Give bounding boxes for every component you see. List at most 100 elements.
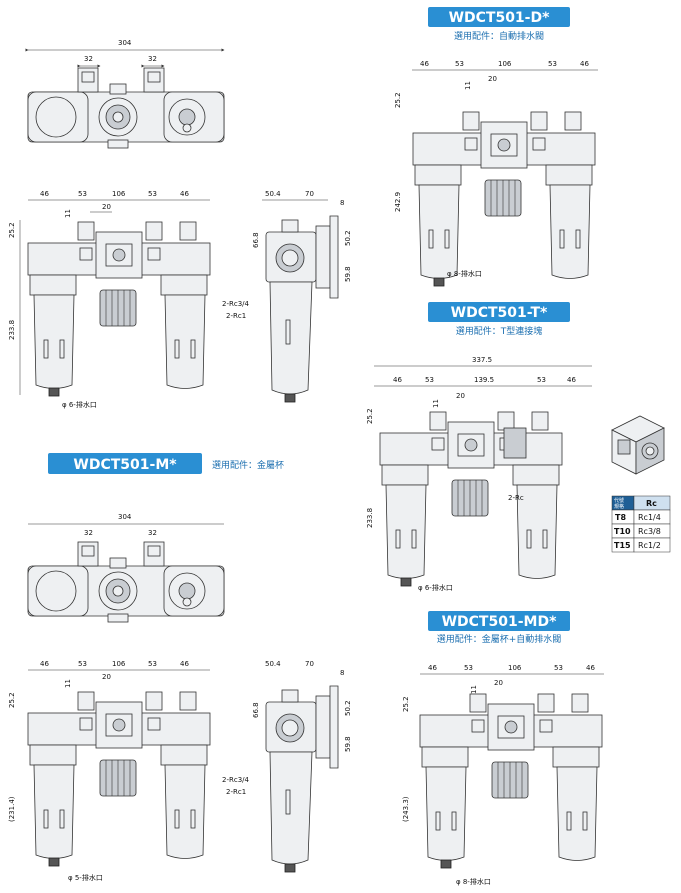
md-dim-53b: 53 [554,664,563,672]
t-dim-46b: 46 [567,376,576,384]
m-port-label-1: 2-Rc3/4 [222,776,250,784]
t-block-drawing [611,415,665,475]
caption-t: 選用配件：T型連接塊 [456,325,543,337]
table-row-code: T10 [614,527,631,536]
dim-20: 20 [102,203,111,211]
t-dim-139-5: 139.5 [474,376,494,384]
dim-8: 8 [340,199,344,207]
m-side-view-drawing [265,685,339,873]
banner-t-title: WDCT501-T* [451,305,548,321]
d-drain-label: φ 8-排水口 [447,269,482,278]
d-dim-106: 106 [498,60,512,68]
dim-11: 11 [64,209,72,218]
table-head-spec: 規格 [614,503,624,510]
t-dim-46: 46 [393,376,402,384]
t-dim-53b: 53 [537,376,546,384]
d-dim-242-9: 242.9 [394,192,402,212]
table-head-rc: Rc [646,499,657,508]
dim-46-left: 46 [40,190,49,198]
front-view-drawing [27,221,211,397]
table-row-code: T15 [614,541,631,550]
md-dim-20: 20 [494,679,503,687]
table-row-rc: Rc3/8 [638,527,661,536]
m-dim-46: 46 [40,660,49,668]
d-dim-46: 46 [420,60,429,68]
d-dim-11: 11 [464,81,472,90]
caption-m: 選用配件：金屬杯 [212,459,284,471]
m-dim-20: 20 [102,673,111,681]
m-port-label-2: 2-Rc1 [226,788,246,796]
caption-d: 選用配件：自動排水閥 [454,30,544,42]
t-dim-20: 20 [456,392,465,400]
md-dim-46b: 46 [586,664,595,672]
dim-53-left: 53 [78,190,87,198]
md-dim-53: 53 [464,664,473,672]
banner-d-title: WDCT501-D* [449,10,551,26]
md-dim-106: 106 [508,664,522,672]
section-standard: 304 32 32 46 53 106 53 46 20 11 25.2 233… [8,39,352,409]
dim-70: 70 [305,190,314,198]
top-view-drawing [27,67,225,149]
m-front-view-drawing [27,691,211,867]
t-front-drawing [379,411,563,587]
drain-label: φ 6-排水口 [62,400,97,409]
caption-md: 選用配件：金屬杯+自動排水閥 [437,633,562,645]
port-label-1: 2-Rc3/4 [222,300,250,308]
m-dim-304: 304 [118,513,132,521]
port-label-2: 2-Rc1 [226,312,246,320]
table-row-code: T8 [615,513,626,522]
t-dim-337-5: 337.5 [472,356,492,364]
m-dim-231-4: (231.4) [8,796,16,822]
m-dim-53b: 53 [148,660,157,668]
d-dim-46b: 46 [580,60,589,68]
t-drain-label: φ 6-排水口 [418,583,453,592]
d-dim-53: 53 [455,60,464,68]
section-t: WDCT501-T* 選用配件：T型連接塊 337.5 46 53 139.5 … [366,302,671,592]
m-dim-32b: 32 [148,529,157,537]
dim-233-8: 233.8 [8,320,16,340]
dim-50-4: 50.4 [265,190,281,198]
m-dim-46b: 46 [180,660,189,668]
side-view-drawing [265,215,339,403]
m-dim-53: 53 [78,660,87,668]
t-port-label: 2-Rc [508,494,524,502]
section-d: WDCT501-D* 選用配件：自動排水閥 46 53 106 53 46 20… [394,7,598,287]
dim-46-right: 46 [180,190,189,198]
dim-port-left: 32 [84,55,93,63]
section-m: WDCT501-M* 選用配件：金屬杯 304 32 32 46 53 106 … [8,453,352,882]
md-dim-46: 46 [428,664,437,672]
dim-50-2: 50.2 [344,230,352,246]
m-dim-50-2: 50.2 [344,700,352,716]
m-dim-8: 8 [340,669,344,677]
banner-m-title: WDCT501-M* [73,457,177,473]
m-dim-106: 106 [112,660,126,668]
t-dim-233-8: 233.8 [366,508,374,528]
d-dim-20: 20 [488,75,497,83]
md-drain-label: φ 8-排水口 [456,877,491,886]
m-top-view-drawing [27,541,225,623]
t-dim-25-2: 25.2 [366,408,374,424]
m-drain-label: φ 5-排水口 [68,873,103,882]
table-head-code: 代號 [614,497,624,504]
m-dim-59-8: 59.8 [344,736,352,752]
t-dim-53: 53 [425,376,434,384]
m-dim-50-4: 50.4 [265,660,281,668]
banner-md-title: WDCT501-MD* [442,614,557,630]
dim-port-right: 32 [148,55,157,63]
m-dim-25-2: 25.2 [8,692,16,708]
dim-106: 106 [112,190,126,198]
m-dim-66-8: 66.8 [252,702,260,718]
dim-width-top: 304 [118,39,132,47]
m-dim-11: 11 [64,679,72,688]
section-md: WDCT501-MD* 選用配件：金屬杯+自動排水閥 46 53 106 53 … [402,611,604,886]
d-front-drawing [412,111,596,287]
t-dim-11: 11 [432,399,440,408]
dim-59-8: 59.8 [344,266,352,282]
dim-53-right: 53 [148,190,157,198]
md-front-drawing [419,693,603,869]
rc-table: 代號 規格 Rc T8 Rc1/4 T10 Rc3/8 T15 Rc1/2 [611,495,671,553]
table-row-rc: Rc1/4 [638,513,661,522]
dim-25-2: 25.2 [8,222,16,238]
